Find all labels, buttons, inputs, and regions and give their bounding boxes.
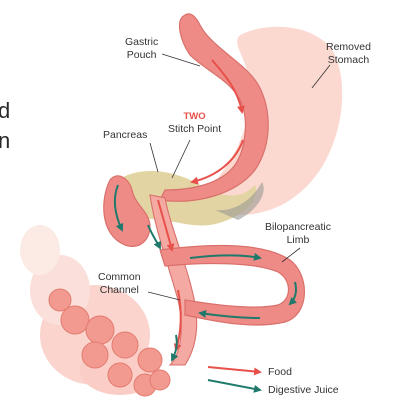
legend-food-label: Food <box>268 366 292 379</box>
edge-text-1: d <box>0 98 10 124</box>
leader-stitch <box>172 140 190 178</box>
legend-juice-arrow <box>208 380 260 390</box>
leader-pancreas <box>150 143 158 172</box>
leader-limb <box>282 248 300 262</box>
pancreas-label: Pancreas <box>103 129 147 142</box>
stitch-point-label: TWO Stitch Point <box>168 110 221 136</box>
leader-common <box>148 292 180 300</box>
legend-food-arrow <box>208 367 260 372</box>
large-intestine-shape <box>20 225 160 395</box>
two-label: TWO <box>168 110 221 123</box>
edge-text-2: n <box>0 128 10 154</box>
legend-juice-label: Digestive Juice <box>268 384 339 397</box>
